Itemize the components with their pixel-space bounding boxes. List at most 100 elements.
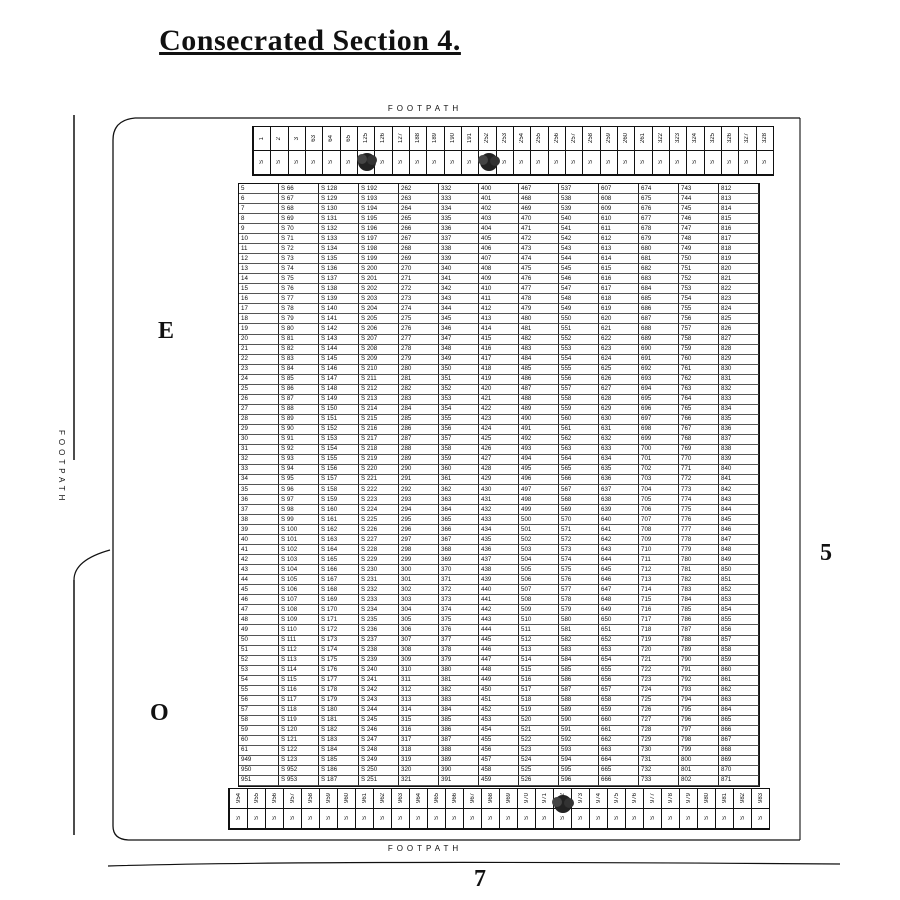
plot-cell: 544 bbox=[559, 254, 599, 265]
plot-cell: 703 bbox=[639, 474, 679, 485]
plot-cell: 643 bbox=[599, 545, 639, 556]
plot-cell: 423 bbox=[479, 414, 519, 425]
adjacent-section-5: 5 bbox=[820, 540, 832, 566]
plot-cell: 364 bbox=[439, 505, 479, 516]
plot-cell: S 146 bbox=[319, 364, 359, 375]
plot-cell: S 207 bbox=[359, 334, 399, 345]
plot-cell: 504 bbox=[519, 555, 559, 566]
plot-cell: 49 bbox=[239, 625, 279, 636]
strip-plot-marker: S bbox=[755, 151, 773, 175]
plot-cell: 581 bbox=[559, 625, 599, 636]
plot-cell: 467 bbox=[519, 184, 559, 195]
plot-cell: 682 bbox=[639, 264, 679, 275]
plot-cell: 524 bbox=[519, 755, 559, 766]
plot-cell: 711 bbox=[639, 555, 679, 566]
plot-cell: 571 bbox=[559, 525, 599, 536]
plot-cell: 624 bbox=[599, 354, 639, 365]
plot-cell: 292 bbox=[399, 485, 439, 496]
plot-cell: 949 bbox=[239, 755, 279, 766]
plot-cell: 677 bbox=[639, 214, 679, 225]
plot-cell: S 223 bbox=[359, 495, 399, 506]
plot-cell: 542 bbox=[559, 234, 599, 245]
plot-cell: 846 bbox=[719, 525, 759, 536]
plot-cell: 345 bbox=[439, 314, 479, 325]
plot-cell: 639 bbox=[599, 505, 639, 516]
strip-plot-number: 327 bbox=[738, 127, 756, 151]
plot-cell: 641 bbox=[599, 525, 639, 536]
plot-cell: 349 bbox=[439, 354, 479, 365]
plot-cell: 754 bbox=[679, 294, 719, 305]
plot-cell: 770 bbox=[679, 454, 719, 465]
plot-cell: S 186 bbox=[319, 765, 359, 776]
plot-cell: 479 bbox=[519, 304, 559, 315]
plot-cell: S 226 bbox=[359, 525, 399, 536]
plot-cell: 274 bbox=[399, 304, 439, 315]
plot-cell: 55 bbox=[239, 685, 279, 696]
plot-cell: 420 bbox=[479, 384, 519, 395]
plot-cell: 309 bbox=[399, 655, 439, 666]
plot-cell: 382 bbox=[439, 685, 479, 696]
plot-cell: S 239 bbox=[359, 655, 399, 666]
plot-cell: 822 bbox=[719, 284, 759, 295]
plot-cell: 318 bbox=[399, 745, 439, 756]
plot-cell: S 165 bbox=[319, 555, 359, 566]
plot-cell: 550 bbox=[559, 314, 599, 325]
plot-cell: 310 bbox=[399, 665, 439, 676]
plot-cell: 438 bbox=[479, 565, 519, 576]
strip-plot-number: 125 bbox=[357, 127, 375, 151]
plot-cell: 502 bbox=[519, 535, 559, 546]
plot-cell: 702 bbox=[639, 464, 679, 475]
plot-cell: 781 bbox=[679, 565, 719, 576]
plot-cell: 717 bbox=[639, 615, 679, 626]
plot-cell: 695 bbox=[639, 394, 679, 405]
plot-cell: 574 bbox=[559, 555, 599, 566]
plot-cell: 679 bbox=[639, 234, 679, 245]
plot-cell: 553 bbox=[559, 344, 599, 355]
plot-cell: 293 bbox=[399, 495, 439, 506]
strip-plot-marker: S bbox=[703, 151, 721, 175]
strip-plot-marker: S bbox=[661, 809, 679, 829]
plot-cell: S 92 bbox=[279, 444, 319, 455]
strip-plot-marker: S bbox=[547, 151, 565, 175]
plot-cell: S 66 bbox=[279, 184, 319, 195]
plot-cell: 832 bbox=[719, 384, 759, 395]
plot-cell: 595 bbox=[559, 765, 599, 776]
plot-cell: 635 bbox=[599, 464, 639, 475]
plot-cell: 722 bbox=[639, 665, 679, 676]
plot-cell: 43 bbox=[239, 565, 279, 576]
plot-cell: 778 bbox=[679, 535, 719, 546]
plot-cell: 638 bbox=[599, 495, 639, 506]
plot-cell: S 77 bbox=[279, 294, 319, 305]
plot-cell: 799 bbox=[679, 745, 719, 756]
plot-cell: S 182 bbox=[319, 725, 359, 736]
plot-cell: 676 bbox=[639, 204, 679, 215]
strip-plot-marker: S bbox=[651, 151, 669, 175]
plot-cell: 320 bbox=[399, 765, 439, 776]
strip-plot-number: 252 bbox=[478, 127, 496, 151]
strip-plot-marker: S bbox=[715, 809, 733, 829]
plot-cell: 870 bbox=[719, 765, 759, 776]
strip-plot-marker: S bbox=[270, 151, 288, 175]
plot-cell: 425 bbox=[479, 434, 519, 445]
plot-cell: 823 bbox=[719, 294, 759, 305]
plot-cell: 358 bbox=[439, 444, 479, 455]
plot-cell: S 248 bbox=[359, 745, 399, 756]
plot-cell: 768 bbox=[679, 434, 719, 445]
plot-cell: S 80 bbox=[279, 324, 319, 335]
footpath-label-top: FOOTPATH bbox=[387, 104, 463, 113]
plot-cell: 48 bbox=[239, 615, 279, 626]
plot-cell: 813 bbox=[719, 194, 759, 205]
plot-cell: 664 bbox=[599, 755, 639, 766]
plot-cell: 19 bbox=[239, 324, 279, 335]
plot-cell: 427 bbox=[479, 454, 519, 465]
plot-cell: S 111 bbox=[279, 635, 319, 646]
plot-cell: S 116 bbox=[279, 685, 319, 696]
plot-cell: S 194 bbox=[359, 204, 399, 215]
plot-cell: S 119 bbox=[279, 715, 319, 726]
plot-cell: S 91 bbox=[279, 434, 319, 445]
plot-cell: S 101 bbox=[279, 535, 319, 546]
plot-cell: 646 bbox=[599, 575, 639, 586]
strip-plot-number: 965 bbox=[427, 789, 445, 809]
plot-cell: 661 bbox=[599, 725, 639, 736]
